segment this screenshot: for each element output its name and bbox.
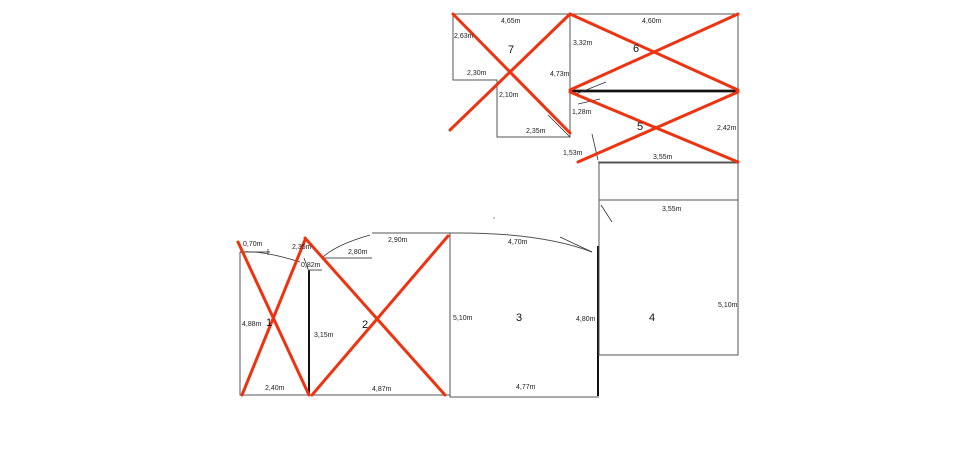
crossout-room-5 (568, 90, 740, 164)
room-5-walls (570, 90, 739, 163)
crossout-room-7 (448, 12, 572, 135)
dim-r7-right: 4,73m (550, 71, 570, 78)
dim-r1-left: 4,88m (242, 321, 262, 328)
dim-r2-bottom: 4,87m (372, 386, 392, 393)
dim-r5-bottom: 3,55m (653, 154, 673, 161)
corridor-walls (598, 162, 739, 201)
dim-r2-top-d: 2,90m (388, 237, 408, 244)
dim-r7-bottom: 2,35m (526, 128, 546, 135)
dim-r3-right: 4,80m (576, 316, 596, 323)
room-number-5: 5 (637, 121, 643, 133)
dim-r5-door: 1,53m (563, 150, 583, 157)
room-number-1: 1 (266, 317, 272, 329)
room-3-walls (449, 232, 599, 398)
dim-r7-top: 4,65m (501, 18, 521, 25)
room-2-walls (308, 232, 450, 396)
dim-r6-top: 4,60m (642, 18, 662, 25)
dim-r7-mid: 2,10m (499, 92, 519, 99)
crossout-room-6 (568, 12, 740, 92)
dim-r6-left: 3,32m (573, 40, 593, 47)
crossout-room-2 (303, 234, 450, 397)
room-number-2: 2 (362, 319, 368, 331)
dim-r2-left: 3,15m (314, 332, 334, 339)
stray-dot (493, 217, 495, 219)
room-number-4: 4 (649, 312, 655, 324)
dim-r2-top-c: 2,80m (348, 249, 368, 256)
dim-r5-right: 2,42m (717, 125, 737, 132)
dim-r4-top: 3,55m (662, 206, 682, 213)
dim-r1-bottom: 2,40m (265, 385, 285, 392)
dim-r7-inner: 2,30m (467, 70, 487, 77)
dim-r2-top-a: 2,35m (292, 244, 312, 251)
dim-r3-left: 5,10m (453, 315, 473, 322)
dim-r2-top-b: 0,82m (301, 262, 321, 269)
room-4-walls (598, 199, 739, 356)
dim-r5-left: 1,28m (572, 109, 592, 116)
dim-r3-top: 4,70m (508, 239, 528, 246)
room-number-7: 7 (508, 44, 514, 56)
room-number-3: 3 (516, 312, 522, 324)
dim-r1-top: 0,70m (243, 241, 263, 248)
crossout-room-1 (236, 238, 311, 397)
dim-r7-left: 2,63m (454, 33, 474, 40)
room-number-6: 6 (633, 43, 639, 55)
dim-r3-bottom: 4,77m (516, 384, 536, 391)
dim-r4-right: 5,10m (718, 302, 738, 309)
